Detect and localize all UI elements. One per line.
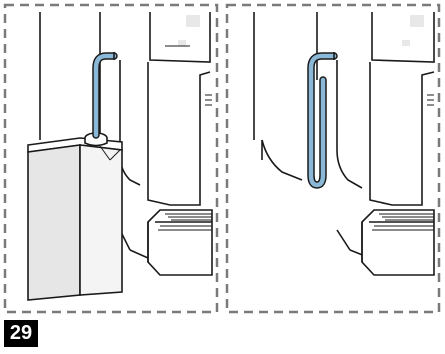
- milk-tube-icon: [92, 52, 118, 139]
- coffee-machine-icon: [253, 12, 435, 259]
- milk-tube-stored-icon: [307, 52, 338, 189]
- milk-carton-icon: [27, 132, 123, 301]
- panel-milk-tube-in-carton: [0, 0, 222, 318]
- panel-milk-tube-stored: [222, 0, 445, 318]
- drip-tray-icon: [147, 209, 213, 276]
- step-number-badge: 29: [4, 320, 38, 347]
- panel-left-illustration: [3, 3, 219, 314]
- coffee-machine-icon: [39, 12, 212, 259]
- dashed-frame: [3, 3, 219, 314]
- drip-tray-icon: [361, 209, 435, 276]
- panel-right-illustration: [225, 3, 441, 314]
- dashed-frame: [225, 3, 441, 314]
